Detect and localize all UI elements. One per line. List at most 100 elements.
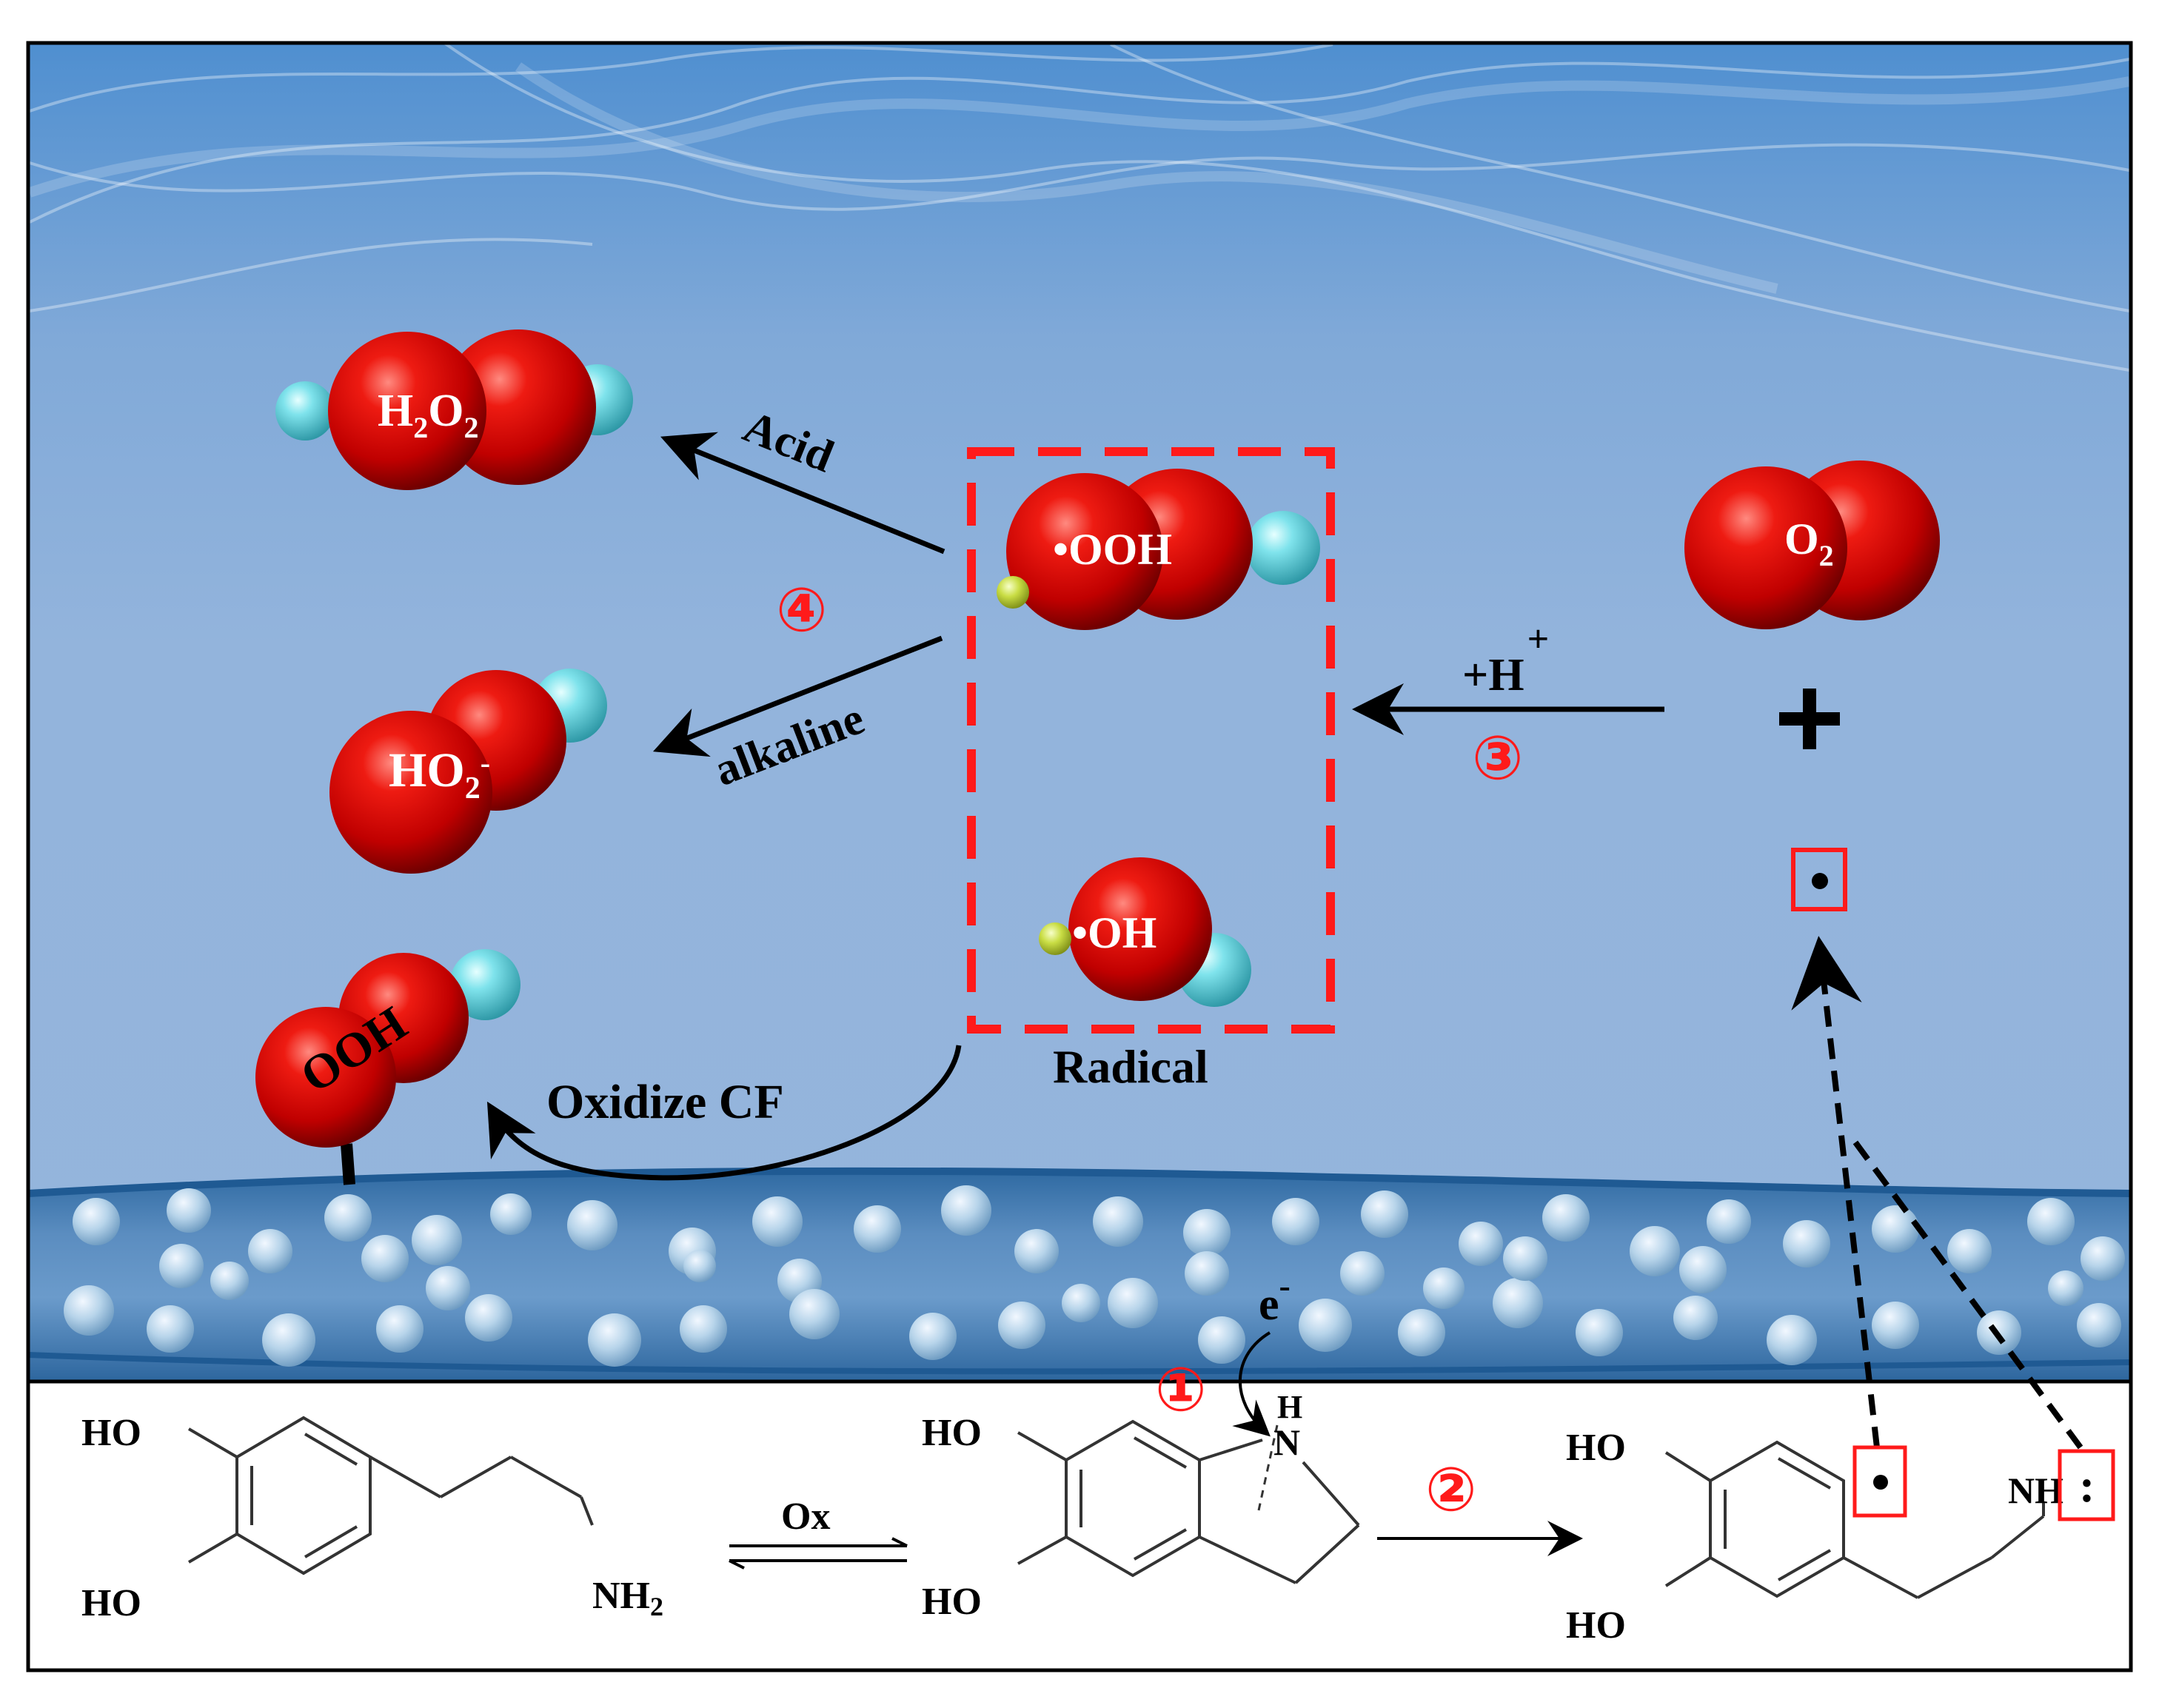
o2-molecule: O2 (1684, 461, 1940, 629)
fiber-bead (1707, 1199, 1751, 1244)
indoline-h: H (1277, 1389, 1302, 1425)
fiber-bead (361, 1235, 409, 1282)
fiber-bead (1542, 1194, 1590, 1242)
wave-highlights-soft (27, 62, 2131, 294)
fiber-bead (1872, 1205, 1919, 1253)
fiber-bead (73, 1198, 120, 1245)
fiber-bead (567, 1200, 617, 1250)
fiber-bead (1340, 1251, 1385, 1296)
dopamine-ho-bottom: HO (81, 1582, 141, 1624)
fiber-bead (210, 1262, 249, 1300)
radical-nh: NH (2008, 1470, 2063, 1511)
fiber-bead (1108, 1278, 1158, 1328)
fiber-bead (426, 1266, 470, 1310)
fiber-bead (1361, 1190, 1408, 1238)
fiber-bead (1299, 1299, 1352, 1352)
h2o2-oxygen-left (328, 332, 486, 490)
fiber-bead (1767, 1315, 1817, 1365)
fiber-bead (159, 1244, 204, 1288)
indoline-structure (1017, 1419, 1360, 1584)
ooh-radical-oxygen-left (1006, 473, 1163, 630)
step-two: ② (1425, 1455, 1476, 1525)
wave-highlights (29, 41, 2130, 372)
indoline-ho-bottom: HO (922, 1581, 982, 1623)
fiber-bead (262, 1313, 315, 1367)
nh-lone-pair-box (2058, 1449, 2115, 1521)
dopamine-nh2: NH2 (592, 1575, 663, 1621)
acid-arrow (660, 432, 945, 555)
ho2-minus-molecule: HO2- (329, 669, 607, 874)
fiber-bead (588, 1313, 641, 1367)
fiber-bead (1947, 1229, 1992, 1273)
radical-ho-top: HO (1566, 1427, 1626, 1469)
surface-bond (341, 1143, 355, 1185)
fiber-bead (2081, 1236, 2125, 1281)
step-one: ① (1155, 1355, 1206, 1425)
plus-sign (1779, 689, 1840, 749)
surface-ooh-oxygen-bottom (255, 1007, 396, 1148)
fiber-bead (1398, 1309, 1445, 1356)
indoline-n: N (1273, 1421, 1300, 1463)
fiber-bead (1093, 1196, 1143, 1247)
dashed-arrow-carbon-radical (1791, 936, 1880, 1448)
fiber-bead (2077, 1303, 2121, 1347)
h2o2-molecule: H2O2 (275, 329, 633, 490)
fiber-bead (324, 1194, 372, 1242)
step-four: ④ (776, 575, 827, 646)
fiber-bead (1576, 1309, 1623, 1356)
radical-ho-bottom: HO (1566, 1604, 1626, 1647)
fiber-bottom-edge (27, 1352, 2132, 1375)
fiber-bead (680, 1305, 727, 1353)
h2o2-label: H2O2 (378, 386, 478, 444)
fiber-bead (2027, 1198, 2075, 1245)
fiber-bead (683, 1250, 716, 1282)
ho2-minus-label: HO2- (389, 743, 490, 806)
radical-label: Radical (1053, 1040, 1208, 1093)
fiber-bead (1183, 1209, 1231, 1256)
fiber-bead (1673, 1296, 1718, 1340)
fiber-bead (248, 1229, 292, 1273)
carbon-radical-dot (1873, 1475, 1888, 1490)
fiber-bead (412, 1215, 462, 1265)
fiber-bead (465, 1294, 512, 1342)
o2-oxygen-left (1684, 466, 1847, 629)
fiber-bead (1493, 1278, 1543, 1328)
electron-transfer-arrow (1232, 1331, 1271, 1437)
surface-ooh-molecule: OOH (255, 949, 520, 1185)
fiber-bead (854, 1205, 901, 1253)
carbon-radical-box (1852, 1445, 1907, 1518)
fiber-bead (490, 1193, 532, 1235)
ooh-radical-label: •OOH (1053, 525, 1172, 574)
o2-radical-dot (1812, 873, 1828, 889)
oh-radical-label: •OH (1072, 908, 1157, 957)
fiber-bead (1423, 1267, 1465, 1309)
step-three: ③ (1472, 723, 1523, 794)
h2o2-hydrogen-left (275, 381, 335, 441)
fiber-bead (376, 1305, 424, 1353)
o2-label: O2 (1784, 515, 1834, 572)
fiber-bead (1185, 1251, 1229, 1296)
fiber-bead (1459, 1222, 1503, 1266)
fiber-bead (909, 1313, 957, 1360)
electron-label: e- (1259, 1267, 1291, 1330)
oxidize-cf-label: Oxidize CF (546, 1075, 784, 1129)
fiber-bead (1503, 1236, 1547, 1281)
fiber-bead (752, 1196, 803, 1247)
fiber-bead (147, 1305, 194, 1353)
fiber-bead (1679, 1246, 1727, 1293)
ooh-radical-molecule: •OOH (997, 469, 1320, 630)
fiber-bead (1783, 1220, 1830, 1267)
ox-label: Ox (781, 1496, 830, 1538)
dopamine-ho-top: HO (81, 1412, 141, 1454)
fiber-bead (998, 1302, 1045, 1349)
nh-lone-pair: : (2079, 1459, 2095, 1512)
bond-cleavage-dashed-line (1257, 1424, 1279, 1511)
fiber-bead (941, 1185, 991, 1236)
h-plus-label: +H+ (1462, 618, 1549, 700)
oxidize-cf-arrow (486, 1045, 962, 1181)
ooh-radical-hydrogen (1246, 511, 1320, 585)
fiber-bead (1062, 1284, 1100, 1322)
fiber-bead (1272, 1198, 1319, 1245)
